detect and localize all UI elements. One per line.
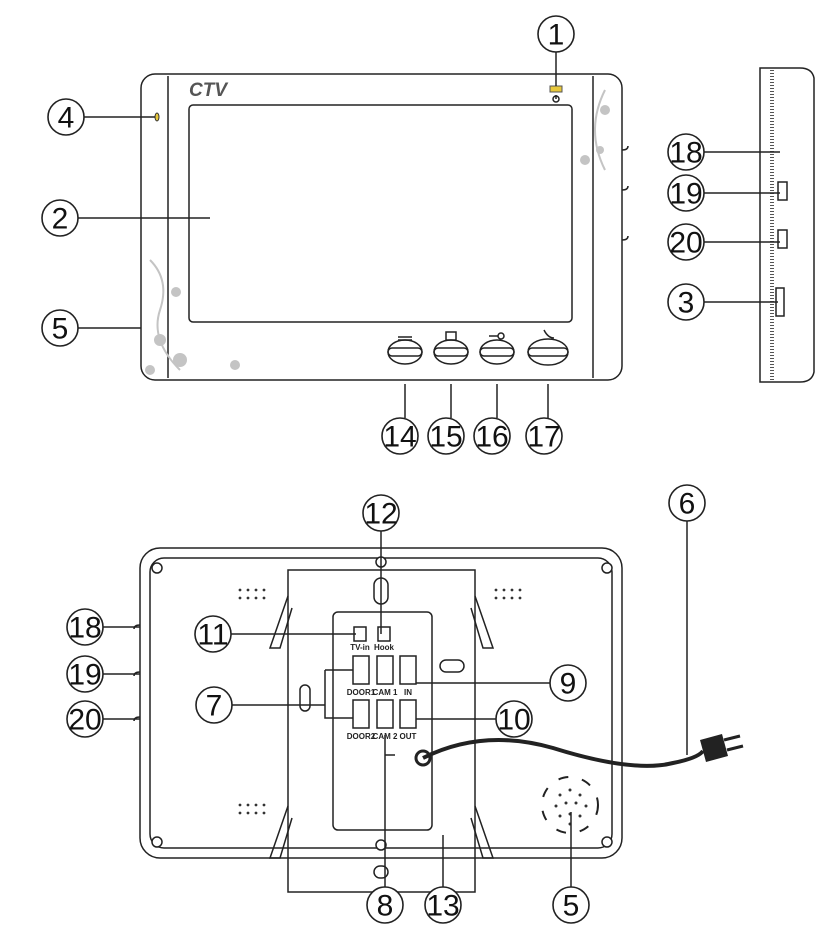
callout-3: 3 xyxy=(667,283,705,321)
callout-8: 8 xyxy=(366,886,404,924)
callout-4: 4 xyxy=(47,98,85,136)
svg-text:7: 7 xyxy=(206,690,223,723)
svg-text:8: 8 xyxy=(377,890,394,923)
connector-panel xyxy=(332,611,433,831)
callout-10: 10 xyxy=(495,700,533,738)
callout-5-back: 5 xyxy=(552,886,590,924)
label-tv-in: TV-in xyxy=(350,643,370,652)
button-photo[interactable] xyxy=(433,331,469,365)
svg-text:14: 14 xyxy=(383,421,416,454)
svg-text:2: 2 xyxy=(52,203,69,236)
button-monitor[interactable] xyxy=(387,336,423,365)
callout-19: 19 xyxy=(667,174,705,212)
svg-text:19: 19 xyxy=(68,659,101,692)
connector-door2[interactable] xyxy=(352,699,370,729)
callout-17: 17 xyxy=(525,417,563,455)
callout-20-back: 20 xyxy=(66,700,104,738)
callout-14: 14 xyxy=(381,417,419,455)
svg-text:6: 6 xyxy=(679,488,696,521)
svg-text:18: 18 xyxy=(669,137,702,170)
button-talk[interactable] xyxy=(527,329,569,366)
svg-text:16: 16 xyxy=(475,421,508,454)
callout-19-back: 19 xyxy=(66,655,104,693)
brand-logo: CTV xyxy=(189,80,228,101)
svg-text:10: 10 xyxy=(497,704,530,737)
callout-15: 15 xyxy=(427,417,465,455)
speaker-grille xyxy=(541,776,599,834)
svg-text:11: 11 xyxy=(197,619,228,652)
photo-icon xyxy=(445,331,457,341)
callout-7: 7 xyxy=(195,686,233,724)
switch-icon xyxy=(398,336,412,341)
power-led xyxy=(549,85,563,93)
svg-text:15: 15 xyxy=(429,421,462,454)
svg-text:1: 1 xyxy=(548,19,565,52)
callout-16: 16 xyxy=(473,417,511,455)
callout-13: 13 xyxy=(424,886,462,924)
back-view: TV-in Hook DOOR1 CAM 1 IN DOOR2 CAM 2 OU… xyxy=(103,521,744,893)
callout-12: 12 xyxy=(362,494,400,532)
front-housing xyxy=(140,73,623,381)
connector-cam2[interactable] xyxy=(376,699,394,729)
callout-18: 18 xyxy=(667,133,705,171)
power-icon xyxy=(552,95,560,103)
callout-20: 20 xyxy=(667,223,705,261)
key-icon xyxy=(489,332,505,340)
svg-text:5: 5 xyxy=(52,313,69,346)
svg-text:19: 19 xyxy=(669,178,702,211)
connector-in[interactable] xyxy=(399,655,417,685)
callouts: 1 4 2 5 18 19 20 3 14 15 16 17 12 6 11 1… xyxy=(41,15,706,924)
svg-text:17: 17 xyxy=(527,421,560,454)
svg-text:18: 18 xyxy=(68,612,101,645)
connector-door1[interactable] xyxy=(352,655,370,685)
callout-18-back: 18 xyxy=(66,608,104,646)
svg-text:4: 4 xyxy=(58,102,75,135)
microphone xyxy=(154,112,160,122)
button-unlock[interactable] xyxy=(479,332,515,365)
svg-text:20: 20 xyxy=(669,227,702,260)
connector-out[interactable] xyxy=(399,699,417,729)
handset-icon xyxy=(543,329,555,339)
label-hook: Hook xyxy=(374,643,395,652)
callout-1: 1 xyxy=(537,15,575,53)
callout-5: 5 xyxy=(41,309,79,347)
svg-text:20: 20 xyxy=(68,704,101,737)
label-out: OUT xyxy=(400,732,417,741)
front-view: CTV xyxy=(78,52,623,418)
power-cable xyxy=(422,738,705,768)
label-door1: DOOR1 xyxy=(347,688,376,697)
connector-cam1[interactable] xyxy=(376,655,394,685)
label-door2: DOOR2 xyxy=(347,732,376,741)
connector-hook[interactable] xyxy=(377,626,391,642)
svg-text:12: 12 xyxy=(364,498,397,531)
svg-text:5: 5 xyxy=(563,890,580,923)
side-button-19[interactable] xyxy=(777,181,788,201)
side-view xyxy=(621,67,815,383)
screws xyxy=(151,556,613,851)
side-button-20[interactable] xyxy=(777,229,788,249)
vent-holes xyxy=(238,588,522,815)
floral-decoration xyxy=(145,89,610,375)
svg-text:3: 3 xyxy=(678,287,695,320)
callout-6: 6 xyxy=(668,484,706,522)
screen xyxy=(188,104,573,323)
callout-11: 11 xyxy=(194,615,232,653)
svg-text:13: 13 xyxy=(426,890,459,923)
label-in: IN xyxy=(404,688,412,697)
svg-text:9: 9 xyxy=(560,668,577,701)
label-cam1: CAM 1 xyxy=(373,688,398,697)
power-plug-icon xyxy=(700,734,744,762)
callout-2: 2 xyxy=(41,199,79,237)
callout-9: 9 xyxy=(549,664,587,702)
